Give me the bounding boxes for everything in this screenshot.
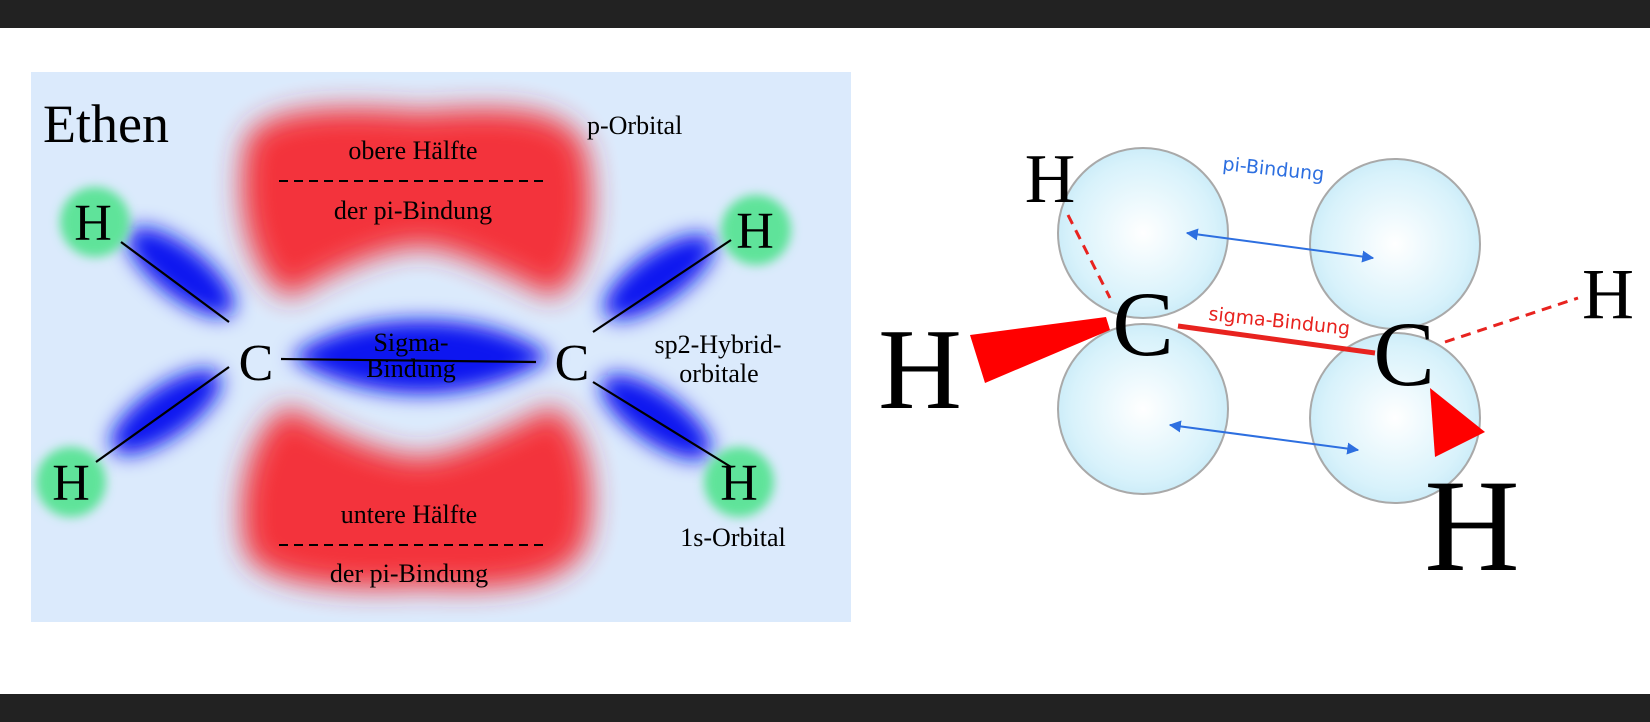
lower-pi-lobe	[241, 407, 592, 589]
carbon-right: C	[555, 335, 590, 392]
sigma-lobe	[291, 320, 551, 394]
sigma-label-line2: Bindung	[366, 354, 456, 383]
carbon-left-3d: C	[1112, 273, 1173, 375]
hydrogen-left-3d: H	[878, 306, 962, 434]
lower-pi-label: der pi-Bindung	[330, 559, 488, 588]
upper-pi-lobe	[241, 108, 592, 298]
hydrogen-bottom-right: H	[720, 455, 758, 512]
s-orbitals	[36, 187, 791, 517]
p-orbital-lobes	[1057, 147, 1481, 504]
top-frame-bar	[0, 0, 1650, 28]
s-orbital-label: 1s-Orbital	[680, 523, 785, 552]
ethene-3d-model: C C H H H H pi-Bindung sigma-Bindung	[878, 141, 1634, 599]
ethene-orbital-diagram: C C H H H H Ethen p-Orbital obere Hälfte…	[31, 72, 851, 622]
wedge-bond-bottom-right	[1430, 388, 1485, 457]
carbon-right-3d: C	[1373, 303, 1434, 405]
hydrogen-right-3d: H	[1582, 254, 1634, 334]
carbon-left: C	[239, 335, 274, 392]
bottom-frame-bar	[0, 694, 1650, 722]
upper-half-label: obere Hälfte	[348, 136, 477, 165]
dashed-bond-right	[1444, 296, 1579, 344]
pi-arrow-upper	[1185, 228, 1375, 263]
pi-bond-label: pi-Bindung	[1221, 153, 1325, 186]
hydrogen-bottom-left: H	[52, 455, 90, 512]
hydrogen-bottom-right-3d: H	[1424, 452, 1519, 599]
hybrid-label-line1: sp2-Hybrid-	[654, 330, 781, 359]
hydrogen-top-left: H	[74, 195, 112, 252]
hydrogen-upper-left-3d: H	[1025, 141, 1076, 218]
wedge-bond-left	[970, 317, 1110, 383]
sigma-label-line1: Sigma-	[373, 328, 448, 357]
pi-arrow-lower	[1168, 420, 1360, 455]
upper-pi-label: der pi-Bindung	[334, 196, 492, 225]
dashed-bond-upper-left	[1066, 214, 1112, 299]
hydrogen-top-right: H	[736, 203, 774, 260]
hybrid-label-line2: orbitale	[679, 359, 758, 388]
sigma-bond-line	[1177, 323, 1376, 356]
bond-lines	[95, 239, 732, 468]
lower-half-label: untere Hälfte	[341, 500, 477, 529]
p-orbital-label: p-Orbital	[587, 111, 682, 140]
diagram-title: Ethen	[43, 94, 169, 154]
